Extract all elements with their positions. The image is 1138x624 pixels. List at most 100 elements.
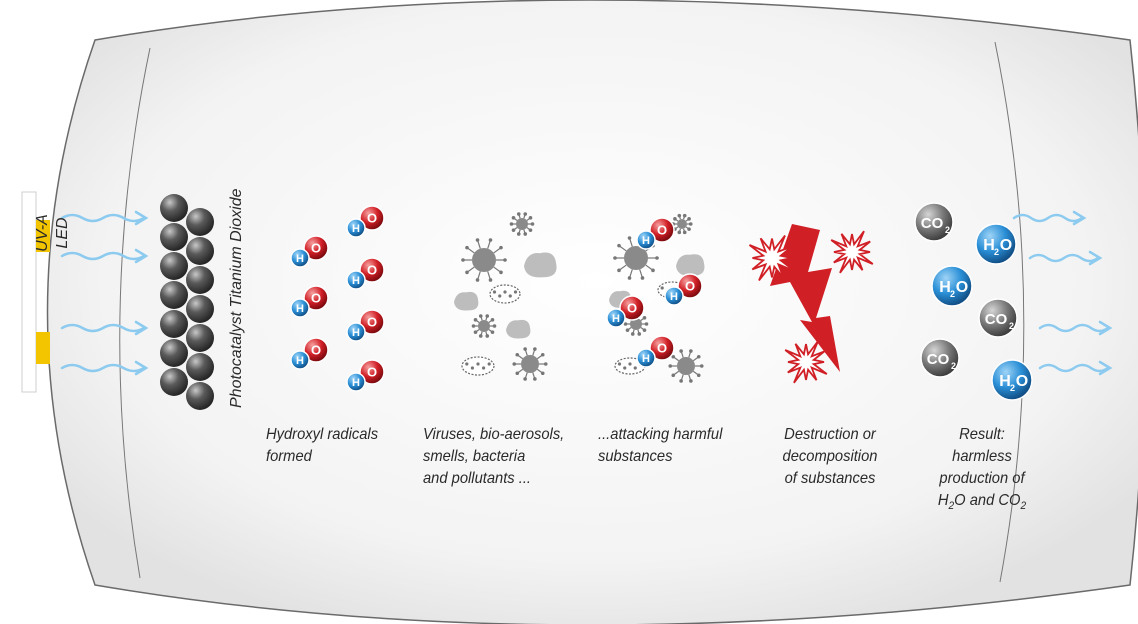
pollutant-particles: [454, 212, 557, 381]
tio2-sphere: [186, 295, 214, 323]
bacterium-1-body: [489, 284, 521, 304]
virus-large-spike-tip: [499, 270, 503, 275]
aerosol-3: [506, 319, 531, 339]
led-label-line2: LED: [54, 217, 71, 249]
tio2-sphere: [186, 237, 214, 265]
virus-small-2-spike-tip: [473, 318, 478, 322]
burst-icon-1: [748, 234, 796, 282]
co2-molecule-3-label: CO: [927, 351, 950, 368]
co2-molecule-2-sphere: [978, 298, 1018, 338]
h2o-molecule-1-sphere: [975, 223, 1017, 265]
virus-large-spike: [477, 271, 481, 280]
caption-attack: ...attacking harmful substances: [598, 424, 722, 468]
h2o-molecule-1-subscript: 2: [994, 247, 999, 257]
attack-virus-2-spike-tip: [673, 217, 677, 221]
virus-large-spike-tip: [503, 258, 507, 262]
virus-large-spike-tip: [461, 258, 465, 262]
attack-virus-3-spike-tip: [623, 322, 628, 326]
hydroxyl-radical-5-o-label: O: [367, 263, 377, 278]
attack-virus-3-spike-tip: [644, 322, 649, 326]
virus-large-spike: [487, 240, 491, 249]
hydroxyl-radical-2-oxygen: [303, 285, 329, 311]
attack-virus-4-spike-tip: [696, 373, 701, 378]
burst-icons: [748, 230, 874, 384]
caption-result-line1: Result:: [959, 426, 1005, 443]
attack-virus-1-spike-tip: [613, 256, 617, 260]
outflow-waves: [1012, 210, 1113, 376]
attack-virus-2-spike-tip: [688, 222, 693, 226]
virus-small-1-spike-tip: [516, 212, 521, 216]
hydroxyl-radical-6-oxygen: [359, 309, 385, 335]
co2-molecule-2-subscript: 2: [1009, 321, 1014, 331]
h2o-molecule-3-subscript: 2: [1010, 383, 1015, 393]
attacking-radical-2-o-label: O: [685, 279, 695, 294]
attacking-radical-3-o-label: O: [627, 301, 637, 316]
bacterium-1-spot: [513, 290, 518, 294]
h2o-molecule-2-subscript: 2: [950, 289, 955, 299]
attacking-radical-4-oxygen: [649, 335, 675, 361]
attack-virus-4-spike-tip: [689, 349, 693, 353]
co2-molecule-3-sphere: [920, 338, 960, 378]
catalyst-label: Photocatalyst Titanium Dioxide: [228, 188, 245, 408]
uv-wave-4-arrowhead: [134, 360, 149, 376]
caption-destruction-line2: decomposition: [782, 448, 878, 465]
tio2-sphere: [186, 266, 214, 294]
caption-result-line2: harmless: [952, 448, 1012, 465]
outflow-wave-4-arrowhead: [1098, 360, 1113, 376]
attacking-radical-4-hydrogen: [636, 348, 656, 368]
attack-bacterium-2-spot: [617, 362, 622, 366]
hydroxyl-radical-1-hydrogen: [290, 248, 310, 268]
uv-wave-4: [60, 363, 146, 373]
bacterium-2-spot: [470, 366, 474, 370]
attack-virus-4-spike-tip: [679, 379, 683, 383]
outflow-wave-3-arrowhead: [1098, 320, 1113, 336]
attack-virus-1-spike: [619, 245, 627, 252]
attack-bacterium-2-spot: [628, 362, 632, 366]
caption-result-oco: O and CO: [954, 492, 1021, 509]
attack-virus-1-spike: [639, 269, 643, 278]
tube-body: [46, 0, 1138, 624]
attacking-radical-1-oxygen: [649, 217, 675, 243]
co2-molecule-3-subscript: 2: [951, 361, 956, 371]
uv-light-waves: [60, 210, 149, 376]
tio2-sphere: [160, 194, 188, 222]
attack-virus-4-spike-tip: [671, 373, 676, 378]
virus-small-1-spike-tip: [528, 216, 533, 220]
co2-molecule-2-label: CO: [985, 311, 1008, 328]
virus-medium-spike-tip: [540, 371, 545, 376]
caption-hydroxyl: Hydroxyl radicals formed: [266, 424, 378, 468]
hydroxyl-radical-7-h-label: H: [352, 377, 360, 389]
uv-wave-1: [60, 213, 146, 223]
attack-aerosol-1: [676, 254, 705, 276]
virus-small-1-spike-tip: [511, 216, 516, 220]
attacking-radical-1-o-label: O: [657, 223, 667, 238]
hydroxyl-radical-7-oxygen: [359, 359, 385, 385]
virus-medium-spike-tip: [515, 371, 520, 376]
bacterium-2-body: [461, 356, 495, 376]
burst-icon-3: [784, 340, 828, 384]
h2o-molecule-2-sphere: [931, 265, 973, 307]
hydroxyl-radical-3-h-label: H: [296, 355, 304, 367]
virus-small-1-spike-tip: [530, 222, 535, 226]
virus-large-spike: [477, 240, 481, 249]
hydroxyl-radical-3-hydrogen: [290, 350, 310, 370]
caption-attack-line1: ...attacking harmful: [598, 426, 723, 443]
outflow-wave-2-arrowhead: [1088, 250, 1103, 266]
virus-large-spike: [493, 247, 501, 254]
attacking-radical-3-hydrogen: [606, 308, 626, 328]
virus-small-2-spike-tip: [478, 334, 483, 338]
attack-virus-4-spike-tip: [699, 364, 704, 368]
caption-result-h: H: [937, 492, 949, 509]
attack-virus-1-spike-tip: [617, 243, 621, 248]
tio2-sphere: [186, 208, 214, 236]
hydroxyl-radical-4-oxygen: [359, 205, 385, 231]
hydroxyl-radical-4-hydrogen: [346, 218, 366, 238]
bacterium-1-spot: [503, 290, 507, 294]
led-chip-top: [36, 220, 50, 252]
bacterium-1-spot: [508, 294, 512, 298]
h2o-molecule-1-o: O: [1000, 237, 1012, 254]
virus-medium-spike-tip: [523, 377, 527, 381]
